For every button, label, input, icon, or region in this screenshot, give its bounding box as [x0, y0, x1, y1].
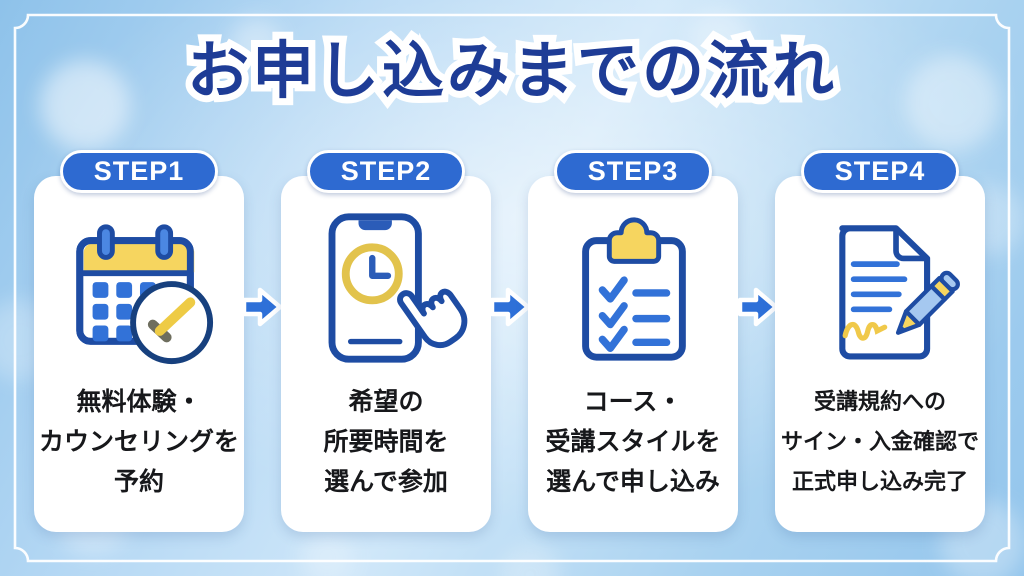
page-title-text: お申し込みまでの流れ — [186, 37, 837, 106]
step3-badge: STEP3 — [554, 150, 712, 193]
caption-line: 希望の — [348, 388, 424, 416]
page-title: お申し込みまでの流れ お申し込みまでの流れ — [0, 26, 1024, 118]
step1-badge: STEP1 — [60, 150, 218, 193]
step1-card: STEP1 無料体験・ カウンセリングを — [34, 150, 244, 532]
step4-badge: STEP4 — [801, 150, 959, 193]
arrow-right-icon — [489, 287, 531, 327]
caption-line: 所要時間を — [323, 428, 449, 456]
step4-caption: 受講規約への サイン・入金確認で 正式申し込み完了 — [775, 382, 985, 502]
caption-line: サイン・入金確認で — [780, 429, 979, 454]
calendar-check-icon — [57, 206, 221, 374]
step1-caption: 無料体験・ カウンセリングを 予約 — [34, 382, 244, 502]
caption-line: 選んで申し込み — [546, 468, 720, 496]
caption-line: 予約 — [113, 468, 164, 496]
document-sign-icon — [798, 206, 962, 374]
step2-badge: STEP2 — [307, 150, 465, 193]
page-title-outline: お申し込みまでの流れ — [180, 30, 841, 113]
caption-line: 無料体験・ — [76, 388, 202, 416]
caption-line: コース・ — [583, 388, 683, 416]
caption-line: カウンセリングを — [38, 428, 239, 456]
caption-line: 選んで参加 — [324, 468, 448, 496]
step2-caption: 希望の 所要時間を 選んで参加 — [281, 382, 491, 502]
step3-caption: コース・ 受講スタイルを 選んで申し込み — [528, 382, 738, 502]
clipboard-checklist-icon — [551, 206, 715, 374]
phone-clock-tap-icon — [304, 206, 468, 374]
arrow-right-icon — [241, 287, 283, 327]
arrow-right-icon — [737, 287, 779, 327]
caption-line: 受講スタイルを — [545, 428, 721, 456]
caption-line: 正式申し込み完了 — [791, 469, 968, 494]
step3-card: STEP3 コース・ 受講スタイルを 選んで申し込み — [528, 150, 738, 532]
step2-card: STEP2 希望の 所要時間を 選んで参加 — [281, 150, 491, 532]
bokeh-circle — [300, 530, 355, 576]
caption-line: 受講規約への — [813, 389, 946, 414]
bokeh-circle — [500, 545, 560, 576]
step4-card: STEP4 — [775, 150, 985, 532]
